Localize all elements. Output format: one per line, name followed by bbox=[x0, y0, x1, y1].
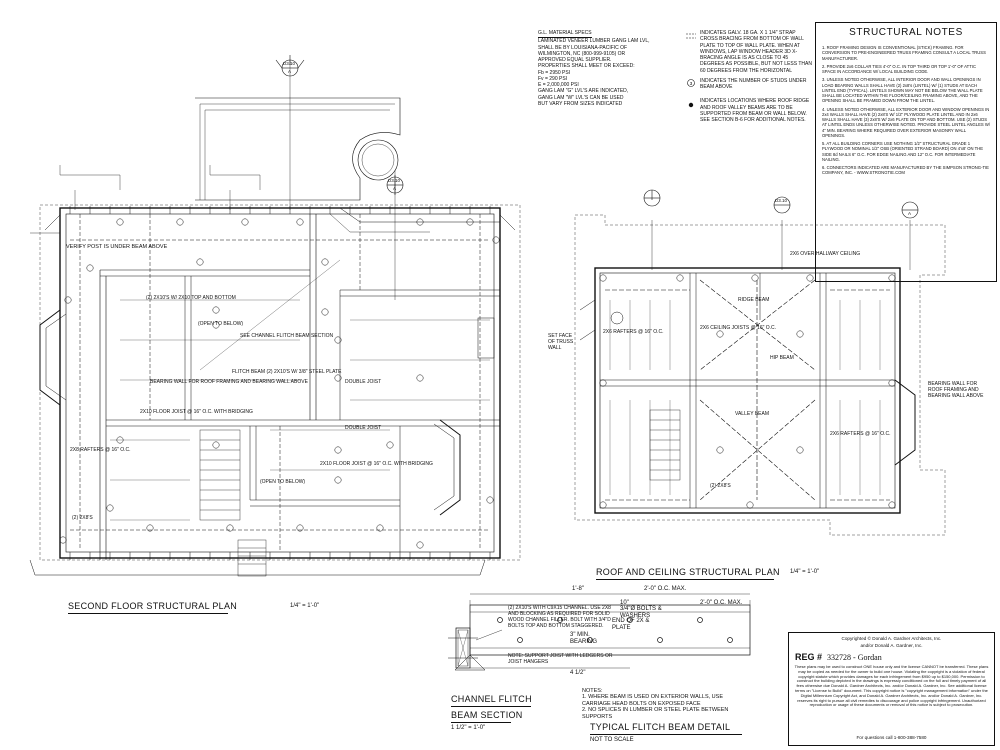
structural-notes-box: STRUCTURAL NOTES 1. ROOF FRAMING DESIGN … bbox=[815, 22, 997, 282]
structural-note: 4. UNLESS NOTED OTHERWISE, ALL EXTERIOR … bbox=[822, 106, 991, 138]
channel-title: BEAM SECTION bbox=[451, 710, 523, 720]
structural-note: 5. AT ALL BUILDING CORNERS USE NOTHING 1… bbox=[822, 141, 983, 162]
valley-beam-label: VALLEY BEAM bbox=[735, 411, 769, 417]
beam-label: (2) 2X10'S W/ 2X10 TOP AND BOTTOM bbox=[146, 295, 236, 301]
reg-number: REG # 332728 - Gordan bbox=[795, 652, 882, 662]
flitch-note: 1. WHERE BEAM IS USED ON EXTERIOR WALLS,… bbox=[582, 694, 723, 707]
open-to-below-label: (OPEN TO BELOW) bbox=[198, 321, 244, 327]
double-joist-label: DOUBLE JOIST bbox=[345, 425, 382, 431]
bolts-label: 3/4"Ø BOLTS & WASHERS bbox=[620, 606, 662, 620]
second-floor-plan bbox=[29, 60, 521, 577]
structural-note: 1. ROOF FRAMING DESIGN IS CONVENTIONAL (… bbox=[822, 45, 986, 61]
title-underline bbox=[596, 579, 774, 580]
ceiling-joist-label: 2X6 CEILING JOISTS @ 16" O.C. bbox=[700, 325, 777, 331]
second-floor-title: SECOND FLOOR STRUCTURAL PLAN bbox=[68, 601, 238, 611]
double-joist-label: DOUBLE JOIST bbox=[345, 379, 382, 385]
material-specs-line: Fv = 290 PSI bbox=[538, 75, 568, 82]
rafter-label: 2X6 RAFTERS @ 16" O.C. bbox=[603, 329, 664, 335]
flitch-note: NOTES: bbox=[582, 688, 603, 694]
flitch-notes: NOTES: 1. WHERE BEAM IS USED ON EXTERIOR… bbox=[582, 688, 752, 720]
flitch-beam-label: FLITCH BEAM (2) 2X10'S W/ 3/8" STEEL PLA… bbox=[232, 369, 342, 375]
rafter-label: 2X6 RAFTERS @ 16" O.C. bbox=[830, 431, 891, 437]
section-tag: A bbox=[393, 186, 397, 191]
channel-note: (2) 2X10'S WITH C9X15 CHANNEL. USE 2X8 A… bbox=[508, 605, 611, 629]
section-tag: D3.10 bbox=[388, 178, 401, 183]
flitch-note: 2. NO SPLICES IN LUMBER OR STEEL PLATE B… bbox=[582, 707, 729, 720]
rafter-label: 2X8 RAFTERS @ 16" O.C. bbox=[70, 447, 131, 453]
copyright-footer: For questions call 1-800-388-7580 bbox=[856, 735, 927, 740]
legend-ridge: INDICATES LOCATIONS WHERE ROOF RIDGE AND… bbox=[700, 98, 810, 123]
flitch-beam-detail bbox=[454, 593, 751, 671]
hallway-ceiling-label: 2X6 OVER HALLWAY CEILING bbox=[790, 251, 861, 257]
material-specs: G.L. MATERIAL SPECS LAMINATED VENEER LUM… bbox=[538, 30, 668, 107]
beam-label: (2) 2X8'S bbox=[710, 483, 731, 489]
copyright-block: Copyrighted © Donald A. Gardner Architec… bbox=[788, 632, 995, 746]
section-tag: D3.10 bbox=[775, 198, 788, 203]
floor-joist-label: 2X10 FLOOR JOIST @ 16" O.C. WITH BRIDGIN… bbox=[320, 461, 433, 467]
roof-ceiling-title: ROOF AND CEILING STRUCTURAL PLAN bbox=[596, 567, 780, 577]
structural-note: 6. CONNECTORS INDICATED ARE MANUFACTURED… bbox=[822, 165, 989, 176]
open-to-below-label: (OPEN TO BELOW) bbox=[260, 479, 306, 485]
material-specs-line: WILMINGTON, NC (800-999-9105) OR bbox=[538, 50, 626, 57]
beam-label: (2) 2X8'S bbox=[72, 515, 93, 521]
spacing-label: 2'-0" O.C. MAX. bbox=[700, 600, 743, 606]
copyright-line: Copyrighted © Donald A. Gardner Architec… bbox=[841, 636, 942, 641]
legend-symbols: 3 bbox=[686, 33, 696, 108]
material-specs-line: E = 2,000,000 PSI bbox=[538, 82, 579, 88]
legend: INDICATES GALV. 18 GA. X 1 1/4" STRAP CR… bbox=[700, 30, 812, 123]
material-specs-line: BUT VARY FROM SIZES INDICATED bbox=[538, 100, 623, 107]
material-specs-line: SHALL BE BY LOUISIANA-PACIFIC OF bbox=[538, 44, 628, 51]
structural-notes-title: STRUCTURAL NOTES bbox=[849, 27, 963, 38]
material-specs-line: PROPERTIES SHALL MEET OR EXCEED: bbox=[538, 63, 635, 70]
section-tag: A bbox=[288, 69, 292, 74]
roof-ceiling-scale: 1/4" = 1'-0" bbox=[790, 569, 820, 575]
svg-text:3: 3 bbox=[690, 81, 693, 86]
bearing-label: 3" MIN. BEARING bbox=[570, 632, 598, 646]
reg-label: REG # bbox=[795, 652, 823, 662]
section-tag: D3.10 bbox=[283, 61, 296, 66]
floor-joist-label: 2X10 FLOOR JOIST @ 16" O.C. WITH BRIDGIN… bbox=[140, 409, 253, 415]
legend-studs: INDICATES THE NUMBER OF STUDS UNDER BEAM… bbox=[700, 77, 807, 90]
legend-strap: INDICATES GALV. 18 GA. X 1 1/4" STRAP CR… bbox=[700, 30, 812, 74]
section-tag: A bbox=[908, 211, 912, 216]
material-specs-line: Fb = 2950 PSI bbox=[538, 69, 571, 76]
copyright-body: These plans may be used to construct ONE… bbox=[794, 664, 989, 708]
flitch-scale: NOT TO SCALE bbox=[590, 737, 634, 743]
title-underline bbox=[68, 613, 228, 614]
structural-note: 3. UNLESS NOTED OTHERWISE, ALL INTERIOR … bbox=[822, 77, 983, 104]
section-ref-label: SEE CHANNEL FLITCH BEAM SECTION bbox=[240, 333, 334, 339]
dim-label: 4 1/2" bbox=[570, 670, 586, 676]
title-underline bbox=[451, 706, 531, 707]
spacing-label: 2'-0" O.C. MAX. bbox=[644, 586, 687, 592]
material-specs-line: LAMINATED VENEER LUMBER GANG LAM LVL, bbox=[538, 38, 650, 45]
structural-notes-list: 1. ROOF FRAMING DESIGN IS CONVENTIONAL (… bbox=[822, 45, 990, 179]
section-markers bbox=[275, 55, 919, 219]
channel-title: CHANNEL FLITCH bbox=[451, 694, 532, 704]
channel-flitch-section bbox=[448, 627, 503, 669]
verify-post-label: VERIFY POST IS UNDER BEAM ABOVE bbox=[66, 244, 168, 250]
dim-label: 1'-8" bbox=[572, 586, 584, 592]
title-underline bbox=[451, 722, 511, 723]
ridge-beam-label: RIDGE BEAM bbox=[738, 297, 770, 303]
second-floor-scale: 1/4" = 1'-0" bbox=[290, 603, 320, 609]
copyright-line: and/or Donald A. Gardner, Inc. bbox=[860, 643, 923, 648]
bearing-wall-label: BEARING WALL FOR ROOF FRAMING AND BEARIN… bbox=[928, 381, 984, 399]
flitch-detail-title: TYPICAL FLITCH BEAM DETAIL bbox=[590, 722, 731, 732]
roof-ceiling-plan bbox=[574, 214, 946, 536]
hip-beam-label: HIP BEAM bbox=[770, 355, 794, 361]
truss-wall-label: SET FACE OF TRUSS WALL bbox=[548, 333, 574, 351]
end-label: END OF 2X & PLATE bbox=[612, 618, 650, 632]
material-specs-heading: G.L. MATERIAL SPECS bbox=[538, 30, 592, 39]
material-specs-line: GANG LAM "G" LVL'S ARE INDICATED, bbox=[538, 88, 629, 95]
reg-value: 332728 - Gordan bbox=[827, 653, 882, 662]
title-underline bbox=[590, 734, 742, 735]
spacing-label: 10" bbox=[620, 600, 629, 606]
material-specs-line: GANG LAM "W" LVL'S CAN BE USED bbox=[538, 94, 624, 101]
channel-scale: 1 1/2" = 1'-0" bbox=[451, 725, 486, 731]
channel-note-2: NOTE: SUPPORT JOIST WITH LEDGERS OR JOIS… bbox=[508, 653, 613, 665]
material-specs-line: APPROVED EQUAL SUPPLIER. bbox=[538, 57, 612, 63]
structural-note: 2. PROVIDE 2x6 COLLAR TIES 4'-0" O.C. IN… bbox=[822, 63, 976, 74]
bearing-wall-label: BEARING WALL FOR ROOF FRAMING AND BEARIN… bbox=[150, 379, 308, 385]
